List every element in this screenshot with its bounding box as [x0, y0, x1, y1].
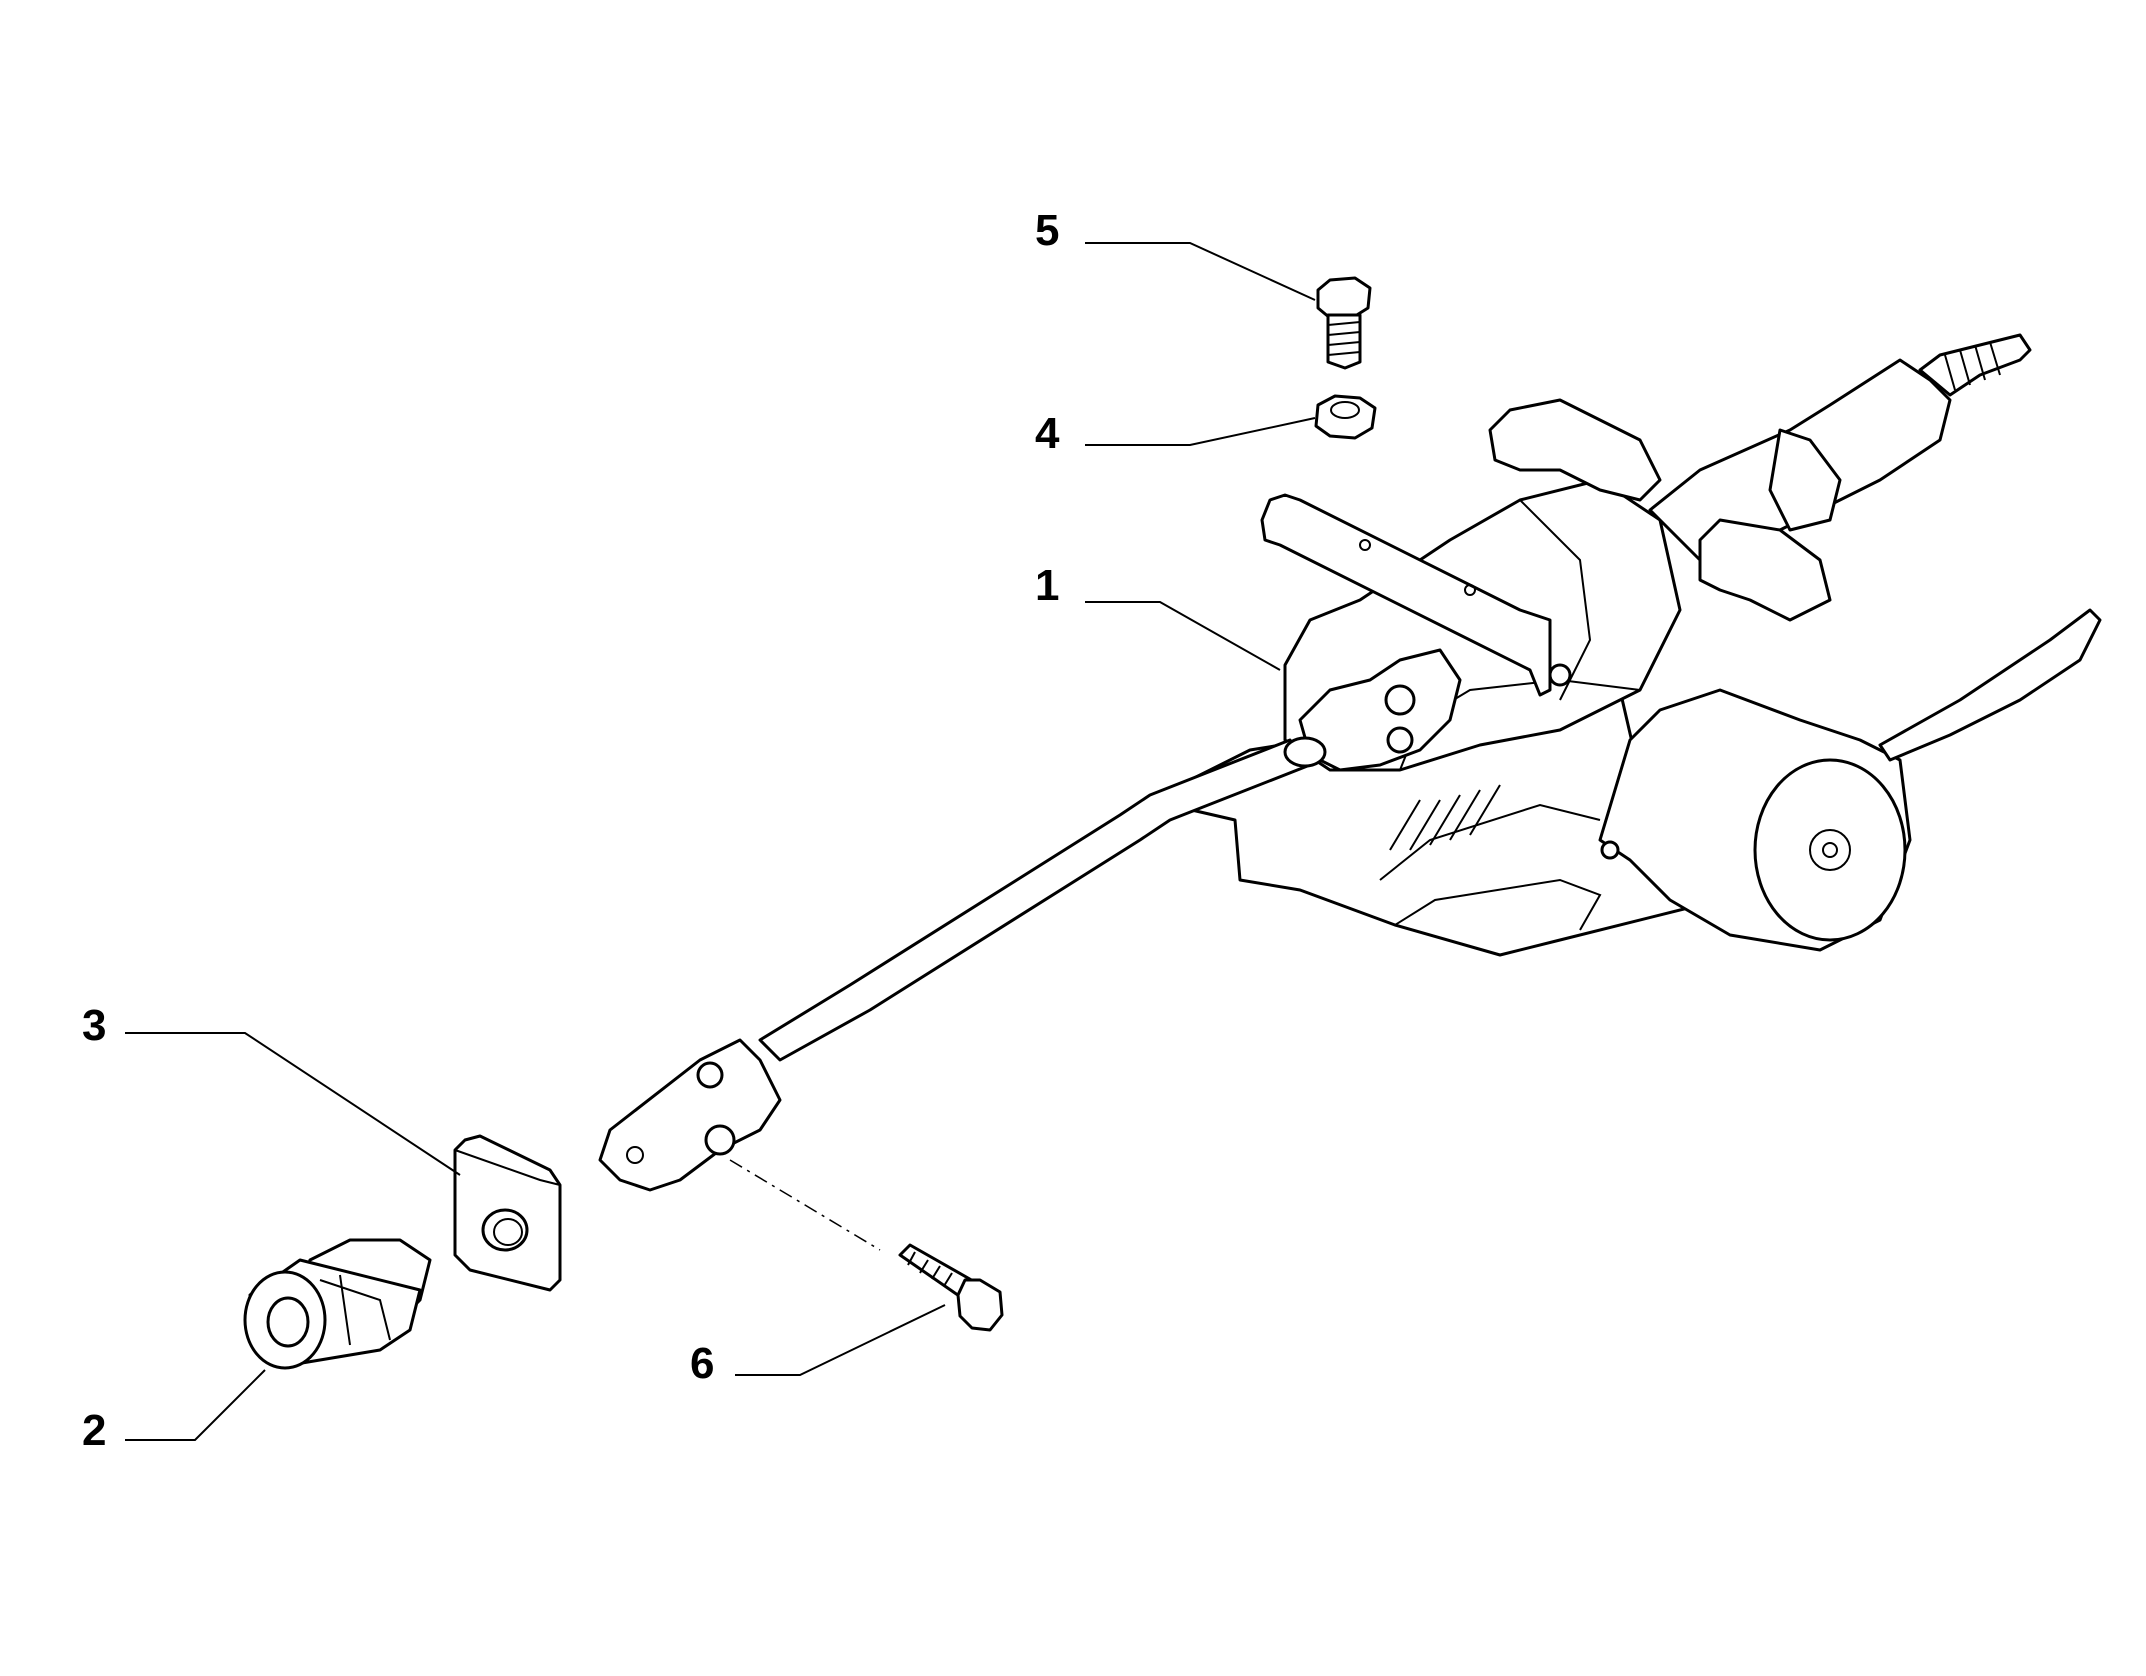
upper-mounting-bracket [1260, 493, 1552, 697]
callout-4-label: 4 [1035, 409, 1060, 458]
callout-3-label: 3 [82, 1001, 106, 1050]
intermediate-shaft [758, 738, 1312, 1062]
motor-end-cap [1753, 758, 1907, 942]
upper-universal-joint [1298, 648, 1462, 772]
callout-5-label: 5 [1035, 206, 1059, 255]
callout-1-label: 1 [1035, 561, 1059, 610]
nut: 4 [1035, 394, 1377, 458]
cover-plate: 3 [82, 1001, 562, 1292]
callout-6-leader [735, 1304, 946, 1376]
lower-universal-joint [598, 1038, 782, 1192]
steering-column-assembly: 1 [598, 333, 2102, 1192]
callout-3-leader [125, 1032, 461, 1176]
bolt-hex-head [956, 1278, 1004, 1332]
callout-2-leader [125, 1369, 266, 1441]
screw: 5 [1035, 206, 1372, 370]
column-saddle-bracket [1488, 398, 1662, 502]
dust-boot-grommet: 2 [82, 1238, 432, 1455]
callout-4-leader [1085, 417, 1316, 446]
tilt-adjustment-lever [1878, 608, 2102, 762]
callout-1-leader [1085, 601, 1281, 671]
cover-plate-hole [481, 1208, 529, 1252]
bolt: 6 [690, 1159, 1004, 1388]
bolt-assembly-axis [729, 1159, 881, 1251]
callout-2-label: 2 [82, 1406, 106, 1455]
callout-5-leader [1085, 242, 1316, 301]
screw-hex-head [1316, 276, 1372, 320]
callout-6-label: 6 [690, 1339, 714, 1388]
